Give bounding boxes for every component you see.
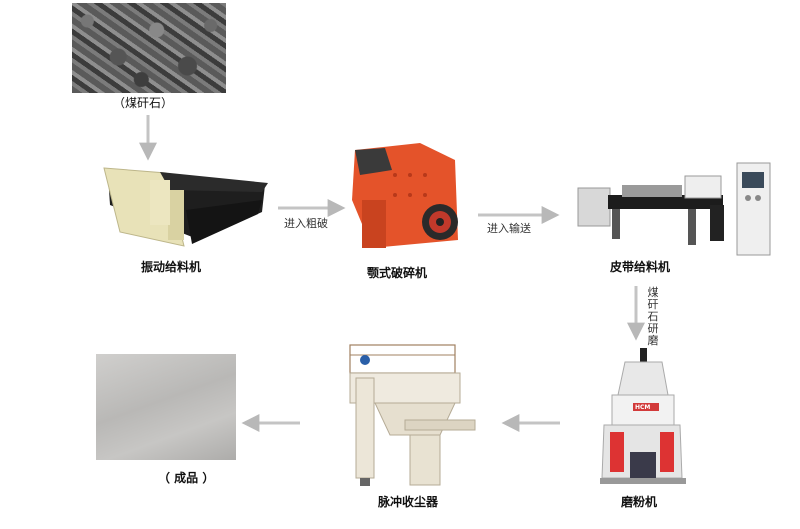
label-coal-gangue: （煤矸石）: [113, 96, 174, 110]
edge-label-belt-to-mill: 煤矸石研磨: [647, 286, 659, 347]
label-vibrating-feeder: 振动给料机: [141, 260, 202, 274]
label-jaw-crusher: 颚式破碎机: [367, 266, 428, 280]
label-grinding-mill: 磨粉机: [621, 495, 658, 509]
coal-gangue-image: [72, 3, 226, 93]
edge-label-feeder-to-crusher: 进入粗破: [284, 217, 328, 230]
label-pulse-dust-collector: 脉冲收尘器: [378, 495, 439, 509]
mill-brand-logo: HCM: [635, 404, 651, 411]
edge-label-crusher-to-belt: 进入输送: [487, 222, 531, 235]
finished-product-image: [96, 354, 236, 460]
label-belt-feeder: 皮带给料机: [610, 260, 671, 274]
label-finished-product: （ 成品 ）: [158, 471, 215, 485]
